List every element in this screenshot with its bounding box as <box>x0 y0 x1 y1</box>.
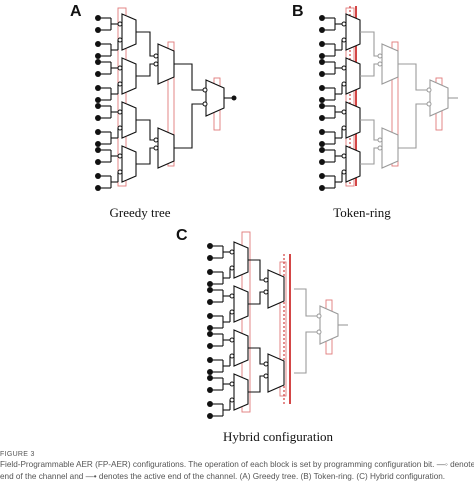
panel-b-caption: Token-ring <box>333 205 391 220</box>
caption-line-1: Field-Programmable AER (FP-AER) configur… <box>0 460 474 469</box>
panel-b: B Token-ring <box>292 3 458 220</box>
caption-line-2: end of the channel and —• denotes the ac… <box>0 471 446 481</box>
panel-b-letter: B <box>292 3 304 20</box>
panel-a-letter: A <box>70 3 82 20</box>
panel-a-leaf-blocks <box>94 13 137 192</box>
panel-c: C Hybrid configuration <box>176 227 348 444</box>
panel-c-caption: Hybrid configuration <box>223 429 334 444</box>
figure-label: FIGURE 3 <box>0 451 35 458</box>
panel-a: A Greedy tree <box>70 3 237 220</box>
fp-aer-figure: A Greedy tree B <box>70 3 458 444</box>
figure-caption: FIGURE 3 Field-Programmable AER (FP-AER)… <box>0 450 474 482</box>
panel-a-caption: Greedy tree <box>110 205 171 220</box>
panel-c-letter: C <box>176 227 188 244</box>
